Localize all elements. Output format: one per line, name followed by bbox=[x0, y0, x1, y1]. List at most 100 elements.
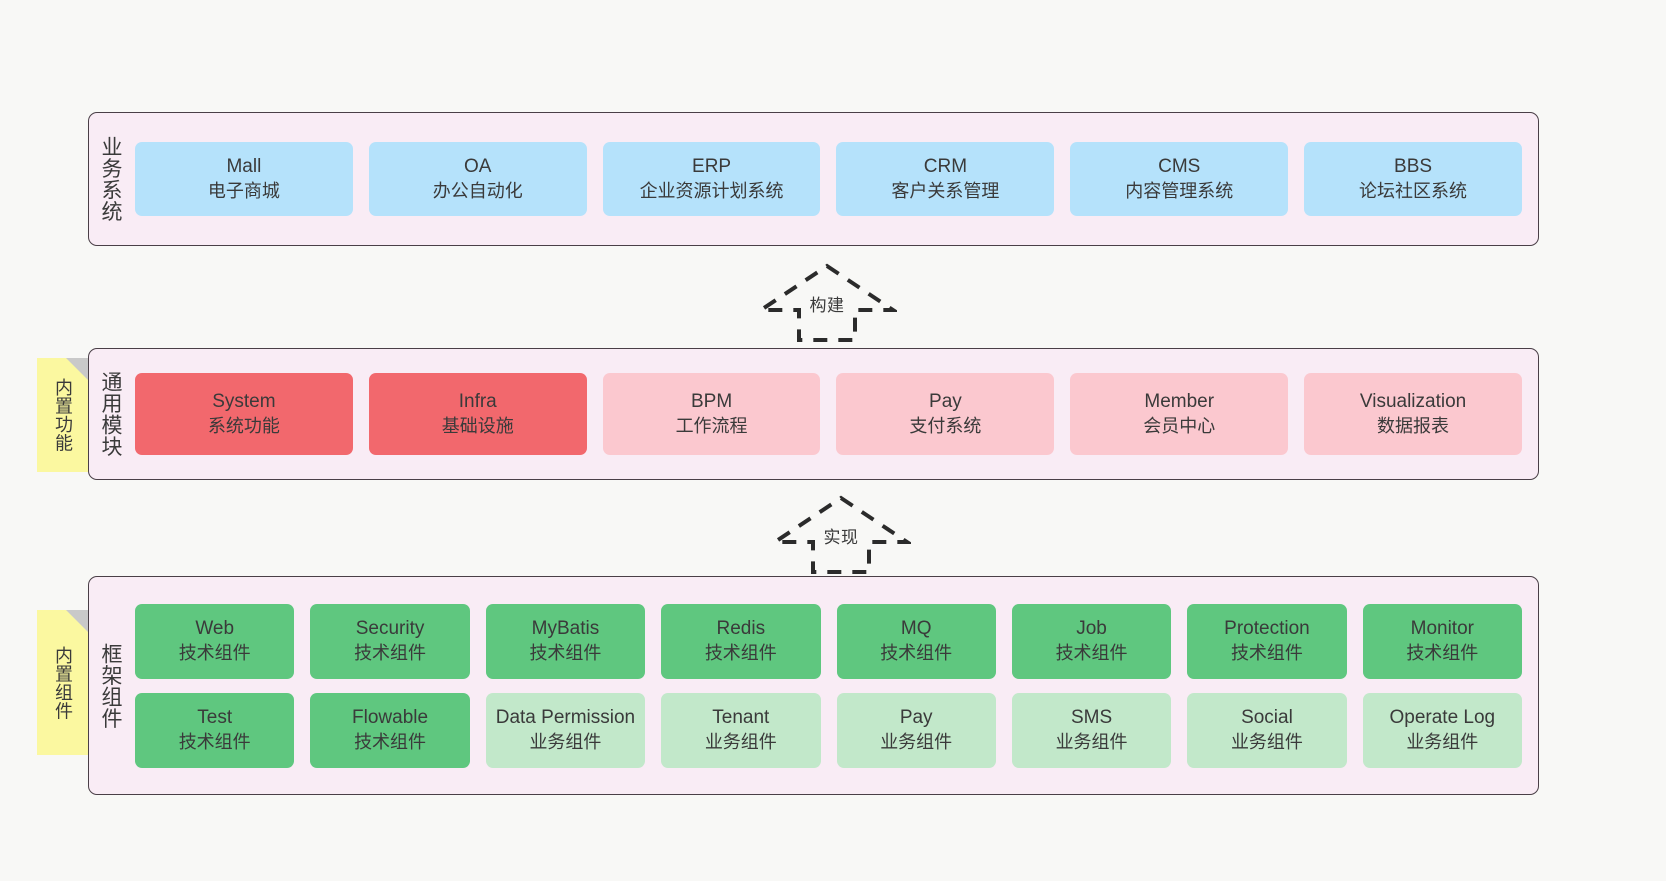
node-title: Flowable bbox=[352, 707, 429, 729]
node-flowable[interactable]: Flowable 技术组件 bbox=[310, 692, 470, 768]
node-crm[interactable]: CRM 客户关系管理 bbox=[836, 142, 1055, 216]
node-mq[interactable]: MQ 技术组件 bbox=[836, 603, 996, 679]
sticky-note-text: 内置组件 bbox=[52, 645, 73, 720]
arrow-up-dashed-icon bbox=[757, 263, 897, 342]
node-title: Pay bbox=[899, 707, 933, 729]
connector-implement-label: 实现 bbox=[823, 528, 859, 547]
node-system[interactable]: System 系统功能 bbox=[135, 373, 353, 455]
layer-business-systems: 业务系统 Mall 电子商城 OA 办公自动化 ERP 企业资源计划系统 CRM… bbox=[88, 112, 1539, 246]
node-social[interactable]: Social 业务组件 bbox=[1187, 692, 1347, 768]
node-row: System 系统功能 Infra 基础设施 BPM 工作流程 Pay 支付系统… bbox=[135, 373, 1522, 455]
node-title: CRM bbox=[923, 156, 968, 178]
node-title: BPM bbox=[690, 391, 733, 413]
node-title: Test bbox=[197, 707, 233, 729]
node-bbs[interactable]: BBS 论坛社区系统 bbox=[1304, 142, 1522, 216]
node-cms[interactable]: CMS 内容管理系统 bbox=[1070, 142, 1289, 216]
node-test[interactable]: Test 技术组件 bbox=[135, 692, 295, 768]
node-tenant[interactable]: Tenant 业务组件 bbox=[661, 692, 821, 768]
node-sms[interactable]: SMS 业务组件 bbox=[1011, 692, 1172, 768]
node-title: Data Permission bbox=[495, 707, 636, 729]
node-title: CMS bbox=[1158, 156, 1201, 178]
layer-framework-components: 框架组件 Web 技术组件 Security 技术组件 MyBatis 技术组件… bbox=[88, 576, 1539, 795]
node-subtitle: 业务组件 bbox=[1230, 731, 1303, 752]
node-subtitle: 内容管理系统 bbox=[1125, 180, 1234, 201]
node-subtitle: 业务组件 bbox=[529, 731, 602, 752]
node-subtitle: 业务组件 bbox=[880, 731, 953, 752]
node-subtitle: 技术组件 bbox=[354, 642, 427, 663]
node-subtitle: 支付系统 bbox=[909, 415, 982, 436]
node-web[interactable]: Web 技术组件 bbox=[135, 603, 295, 679]
node-title: Social bbox=[1241, 707, 1293, 729]
node-erp[interactable]: ERP 企业资源计划系统 bbox=[602, 142, 821, 216]
node-title: ERP bbox=[692, 156, 732, 178]
connector-build: 构建 bbox=[757, 262, 897, 342]
node-title: Redis bbox=[716, 618, 766, 640]
node-title: BBS bbox=[1394, 156, 1433, 178]
layer-title-business: 业务系统 bbox=[98, 136, 122, 222]
node-subtitle: 办公自动化 bbox=[432, 180, 523, 201]
node-subtitle: 业务组件 bbox=[704, 731, 777, 752]
node-subtitle: 技术组件 bbox=[529, 642, 602, 663]
node-subtitle: 技术组件 bbox=[880, 642, 953, 663]
node-mall[interactable]: Mall 电子商城 bbox=[135, 142, 353, 216]
node-subtitle: 技术组件 bbox=[1055, 642, 1128, 663]
node-title: Protection bbox=[1224, 618, 1310, 640]
node-protection[interactable]: Protection 技术组件 bbox=[1187, 603, 1347, 679]
node-title: Job bbox=[1076, 618, 1107, 640]
node-data-permission[interactable]: Data Permission 业务组件 bbox=[485, 692, 646, 768]
node-infra[interactable]: Infra 基础设施 bbox=[368, 373, 587, 455]
node-title: Monitor bbox=[1410, 618, 1474, 640]
node-title: MQ bbox=[900, 618, 932, 640]
sticky-note-builtin-features: 内置功能 bbox=[37, 358, 88, 472]
node-title: Visualization bbox=[1359, 391, 1467, 413]
layer-common-modules: 通用模块 System 系统功能 Infra 基础设施 BPM 工作流程 Pay… bbox=[88, 348, 1539, 480]
node-subtitle: 技术组件 bbox=[1230, 642, 1303, 663]
layer-title-common: 通用模块 bbox=[98, 371, 122, 457]
node-oa[interactable]: OA 办公自动化 bbox=[368, 142, 587, 216]
node-subtitle: 技术组件 bbox=[178, 731, 251, 752]
layer-title-framework: 框架组件 bbox=[98, 642, 122, 729]
node-title: Web bbox=[195, 618, 235, 640]
node-monitor[interactable]: Monitor 技术组件 bbox=[1362, 603, 1522, 679]
node-row: Mall 电子商城 OA 办公自动化 ERP 企业资源计划系统 CRM 客户关系… bbox=[135, 142, 1522, 216]
node-title: Security bbox=[355, 618, 425, 640]
node-title: Member bbox=[1144, 391, 1215, 413]
connector-implement: 实现 bbox=[771, 494, 911, 574]
node-subtitle: 基础设施 bbox=[441, 415, 514, 436]
node-redis[interactable]: Redis 技术组件 bbox=[661, 603, 821, 679]
folded-corner-icon bbox=[66, 358, 88, 380]
sticky-note-builtin-components: 内置组件 bbox=[37, 610, 88, 755]
node-subtitle: 企业资源计划系统 bbox=[639, 180, 784, 201]
node-job[interactable]: Job 技术组件 bbox=[1011, 603, 1172, 679]
node-subtitle: 客户关系管理 bbox=[891, 180, 1000, 201]
node-pay-business[interactable]: Pay 业务组件 bbox=[836, 692, 996, 768]
layer-body-framework: Web 技术组件 Security 技术组件 MyBatis 技术组件 Redi… bbox=[131, 577, 1538, 794]
node-security[interactable]: Security 技术组件 bbox=[310, 603, 470, 679]
node-subtitle: 论坛社区系统 bbox=[1359, 180, 1468, 201]
node-mybatis[interactable]: MyBatis 技术组件 bbox=[485, 603, 646, 679]
node-subtitle: 技术组件 bbox=[354, 731, 427, 752]
sticky-note-text: 内置功能 bbox=[52, 378, 73, 452]
node-title: System bbox=[212, 391, 276, 413]
node-operate-log[interactable]: Operate Log 业务组件 bbox=[1362, 692, 1522, 768]
connector-build-label: 构建 bbox=[809, 296, 845, 315]
node-subtitle: 工作流程 bbox=[675, 415, 748, 436]
node-subtitle: 技术组件 bbox=[178, 642, 251, 663]
node-subtitle: 数据报表 bbox=[1377, 415, 1450, 436]
node-visualization[interactable]: Visualization 数据报表 bbox=[1304, 373, 1522, 455]
node-bpm[interactable]: BPM 工作流程 bbox=[602, 373, 821, 455]
node-title: MyBatis bbox=[531, 618, 600, 640]
arrow-up-dashed-icon bbox=[771, 495, 911, 574]
node-row: Web 技术组件 Security 技术组件 MyBatis 技术组件 Redi… bbox=[135, 603, 1522, 679]
node-subtitle: 会员中心 bbox=[1143, 415, 1216, 436]
node-title: Infra bbox=[458, 391, 497, 413]
node-pay[interactable]: Pay 支付系统 bbox=[836, 373, 1055, 455]
node-member[interactable]: Member 会员中心 bbox=[1070, 373, 1289, 455]
node-title: SMS bbox=[1070, 707, 1113, 729]
node-subtitle: 电子商城 bbox=[207, 180, 280, 201]
node-title: Operate Log bbox=[1389, 707, 1496, 729]
node-subtitle: 业务组件 bbox=[1055, 731, 1128, 752]
node-subtitle: 业务组件 bbox=[1406, 731, 1479, 752]
layer-body-common: System 系统功能 Infra 基础设施 BPM 工作流程 Pay 支付系统… bbox=[131, 349, 1538, 479]
layer-body-business: Mall 电子商城 OA 办公自动化 ERP 企业资源计划系统 CRM 客户关系… bbox=[131, 113, 1538, 245]
